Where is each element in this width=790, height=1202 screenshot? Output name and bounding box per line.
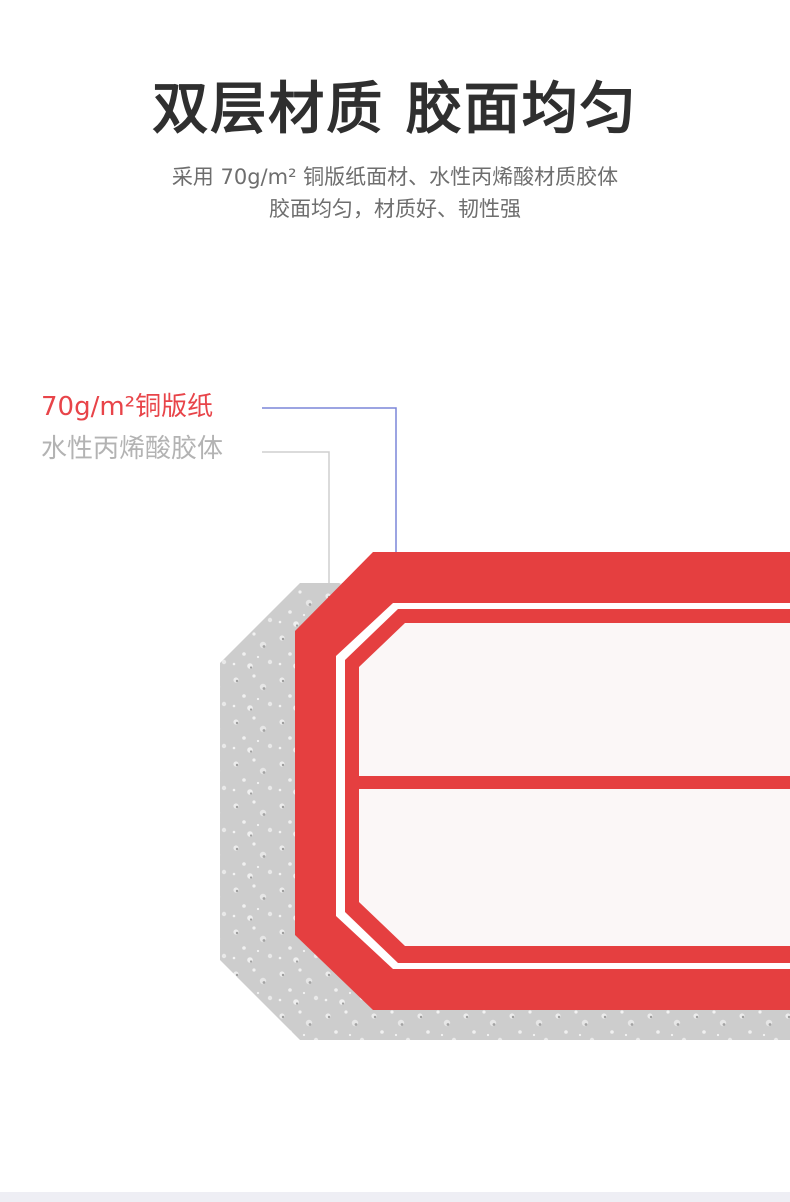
label-center-divider bbox=[359, 776, 790, 789]
subtitle-line-2: 胶面均匀，材质好、韧性强 bbox=[269, 197, 521, 221]
callout-paper-label: 70g/m²铜版纸 bbox=[41, 392, 214, 422]
bottom-divider-strip bbox=[0, 1192, 790, 1202]
subtitle-line-1: 采用 70g/m² 铜版纸面材、水性丙烯酸材质胶体 bbox=[171, 165, 619, 189]
paper-leader-line bbox=[262, 407, 397, 552]
callout-glue-label: 水性丙烯酸胶体 bbox=[41, 434, 224, 464]
glue-leader-line bbox=[262, 451, 330, 583]
page-headline: 双层材质 胶面均匀 bbox=[152, 77, 638, 142]
